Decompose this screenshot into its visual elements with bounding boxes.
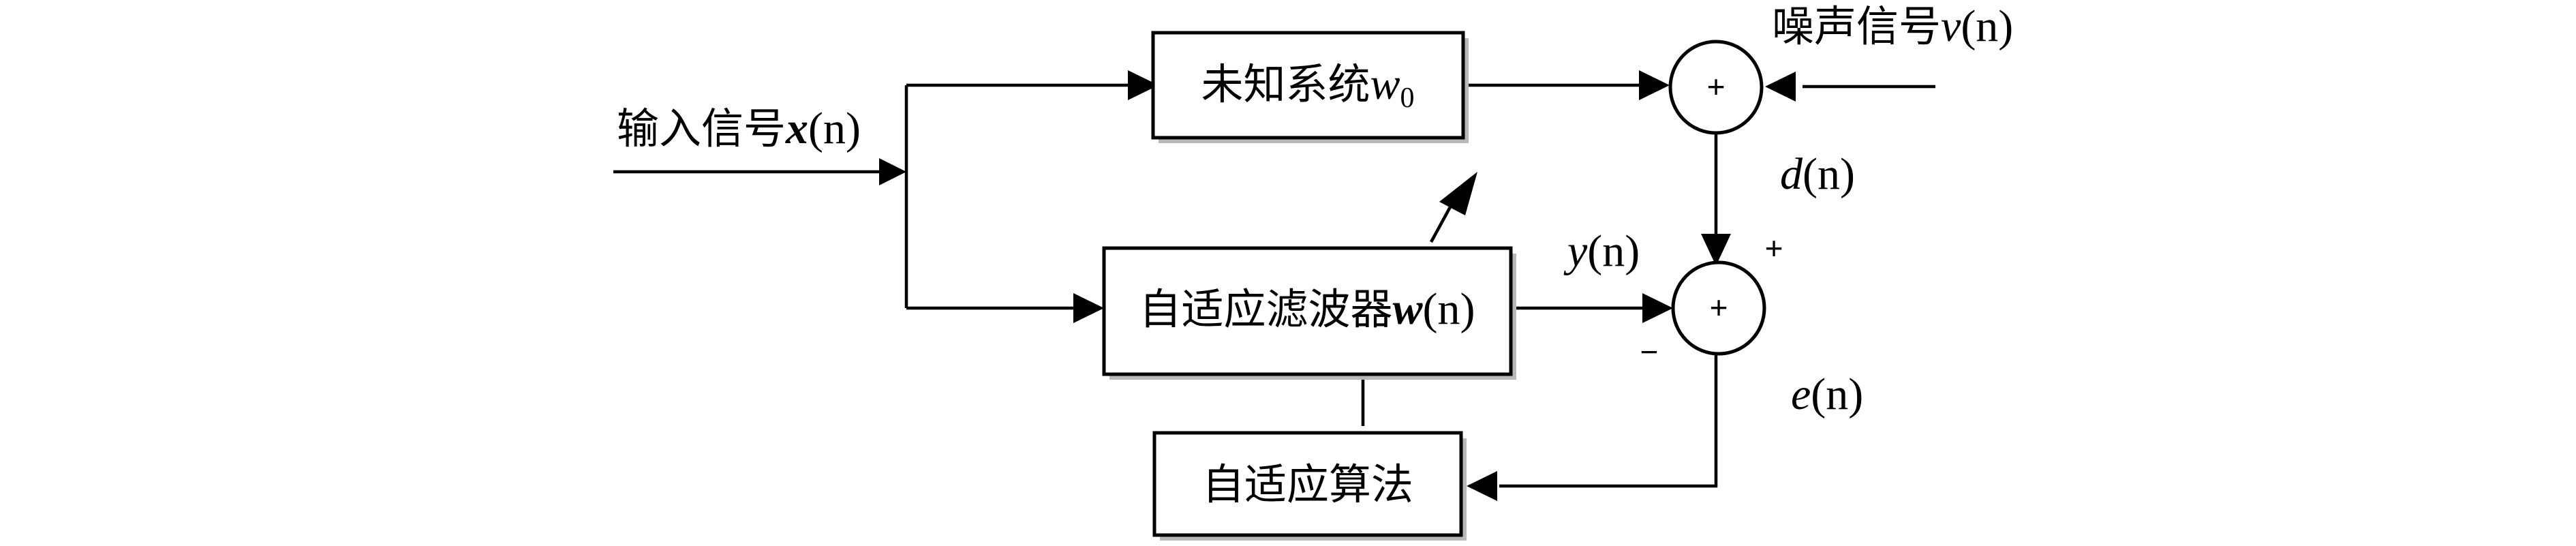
adaptive-filter-var: w (1393, 284, 1424, 334)
adaptive-filter-label: 自适应滤波器 (1139, 284, 1392, 334)
arrowheads (879, 70, 1796, 501)
weight-update-arrow-line (1430, 203, 1453, 243)
svg-text:自适应滤波器w(n): 自适应滤波器w(n) (1139, 284, 1475, 334)
noise-signal-label: 噪声信号v(n) (1772, 1, 2013, 51)
bottom-sum-symbol: + (1710, 290, 1728, 325)
noise-arrowhead (1765, 72, 1796, 102)
adaptive-filter-arg: (n) (1423, 284, 1475, 334)
top-sum-symbol: + (1707, 69, 1726, 104)
wires (613, 83, 1935, 488)
bottom-summing-junction: + (1671, 260, 1766, 356)
output-signal-label: y(n) (1563, 226, 1640, 276)
svg-text:未知系统w0: 未知系统w0 (1201, 59, 1414, 114)
plus-sign-label: + (1765, 230, 1783, 266)
weight-update-arrowhead (1439, 172, 1477, 215)
output-arrowhead (1642, 293, 1673, 323)
top-summing-junction: + (1668, 40, 1764, 135)
unknown-system-label: 未知系统 (1201, 59, 1370, 109)
adaptive-filter-block: 自适应滤波器w(n) (1102, 246, 1516, 380)
desired-signal-label: d(n) (1780, 149, 1855, 199)
unknown-system-block: 未知系统w0 (1151, 31, 1469, 143)
filter-in-arrowhead (1073, 293, 1104, 323)
unknown-system-var: w (1370, 59, 1400, 109)
adaptive-algorithm-block: 自适应算法 (1152, 431, 1467, 541)
error-signal-label: e(n) (1791, 369, 1863, 419)
desired-arrowhead (1701, 234, 1731, 266)
error-arrowhead (1467, 471, 1497, 501)
input-arrowhead (879, 158, 906, 185)
adaptive-algorithm-label: 自适应算法 (1202, 459, 1413, 509)
minus-sign-label: − (1640, 334, 1659, 369)
unknown-arrowhead (1128, 70, 1159, 100)
input-signal-label: 输入信号x(n) (617, 104, 861, 153)
unknown-system-sub: 0 (1400, 82, 1415, 114)
error-feedback-line (1499, 354, 1718, 488)
top-sum-left-arrowhead (1639, 70, 1670, 100)
